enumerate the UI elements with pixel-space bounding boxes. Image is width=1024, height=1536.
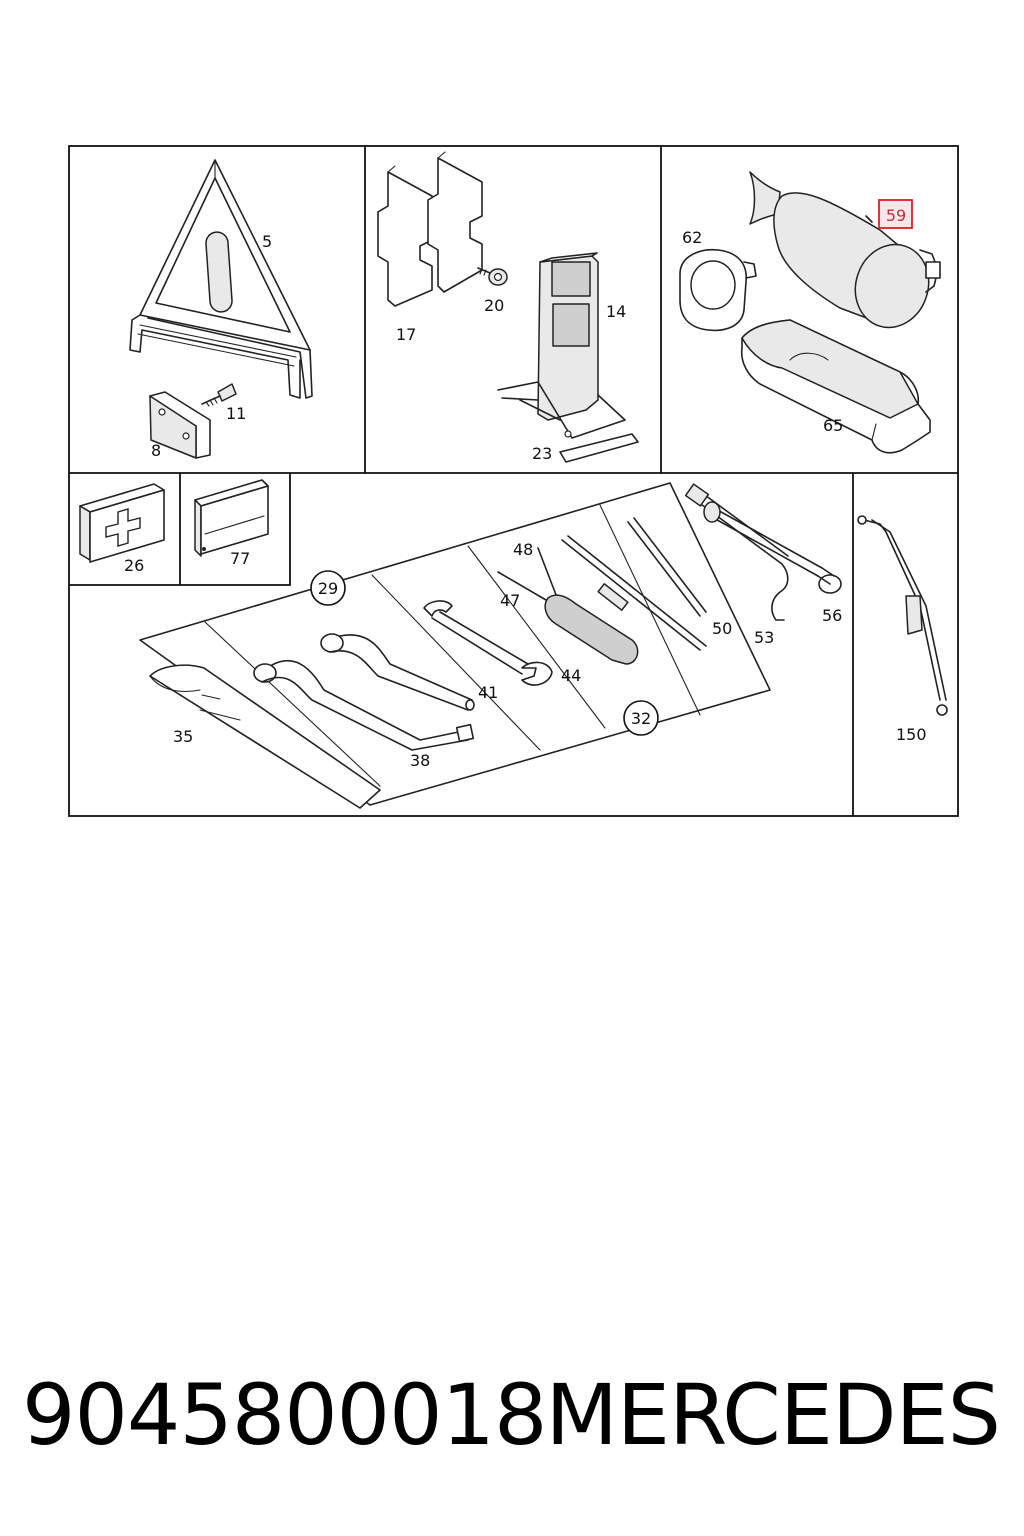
part-26-label[interactable]: 26 xyxy=(124,556,144,575)
bolt-illustration xyxy=(477,267,508,286)
jack-holder-illustration xyxy=(377,151,483,307)
compressor-tray-illustration xyxy=(740,319,931,454)
part-35-label[interactable]: 35 xyxy=(173,727,193,746)
brand-name: MERCEDES xyxy=(545,1366,1001,1464)
part-number: 9045800018 xyxy=(22,1366,547,1464)
part-77-label[interactable]: 77 xyxy=(230,549,250,568)
compressor-cylinder-illustration xyxy=(749,171,941,329)
part-65-label[interactable]: 65 xyxy=(823,416,843,435)
jack-handle-bar-illustration xyxy=(559,433,639,463)
screw-illustration xyxy=(201,383,237,407)
callout-29[interactable]: 29 xyxy=(310,570,346,606)
part-62-label[interactable]: 62 xyxy=(682,228,702,247)
part-labels: 5 8 11 17 20 14 23 62 65 26 77 35 38 41 … xyxy=(124,228,927,770)
warning-triangle-illustration xyxy=(129,159,313,399)
tool-roll-illustration xyxy=(139,482,771,809)
bracket-illustration xyxy=(149,391,211,459)
document-wallet-illustration xyxy=(194,479,269,557)
lug-socket-illustration xyxy=(703,501,842,594)
part-8-label[interactable]: 8 xyxy=(151,441,161,460)
tool-rod-illustration xyxy=(561,517,707,651)
callout-32-label: 32 xyxy=(631,709,651,728)
callout-32[interactable]: 32 xyxy=(623,700,659,736)
part-38-label[interactable]: 38 xyxy=(410,751,430,770)
part-50-label[interactable]: 50 xyxy=(712,619,732,638)
part-150-label[interactable]: 150 xyxy=(896,725,927,744)
part-59-label: 59 xyxy=(886,206,906,225)
part-14-label[interactable]: 14 xyxy=(606,302,626,321)
part-41-label[interactable]: 41 xyxy=(478,683,498,702)
crank-rod-illustration xyxy=(857,515,948,716)
hose-clamp-illustration xyxy=(679,248,757,332)
part-44-label[interactable]: 44 xyxy=(561,666,581,685)
footer: 9045800018 MERCEDES xyxy=(0,1360,1024,1470)
part-56-label[interactable]: 56 xyxy=(822,606,842,625)
callout-29-label: 29 xyxy=(318,579,338,598)
part-53-label[interactable]: 53 xyxy=(754,628,774,647)
parts-diagram: 29 32 59 5 8 11 17 20 14 23 62 65 26 77 … xyxy=(68,145,959,817)
part-59-highlight[interactable]: 59 xyxy=(878,199,913,229)
screwdriver-illustration xyxy=(497,547,639,665)
part-17-label[interactable]: 17 xyxy=(396,325,416,344)
part-23-label[interactable]: 23 xyxy=(532,444,552,463)
part-11-label[interactable]: 11 xyxy=(226,404,246,423)
jack-illustration xyxy=(497,252,626,439)
part-20-label[interactable]: 20 xyxy=(484,296,504,315)
socket-wrench-illustration xyxy=(320,633,475,711)
part-48-label[interactable]: 48 xyxy=(513,540,533,559)
first-aid-kit-illustration xyxy=(79,483,165,563)
wheel-wrench-illustration xyxy=(253,659,475,751)
open-end-wrench-illustration xyxy=(423,600,553,686)
tow-hook-illustration xyxy=(684,483,789,621)
part-47-label[interactable]: 47 xyxy=(500,591,520,610)
part-5-label[interactable]: 5 xyxy=(262,232,272,251)
